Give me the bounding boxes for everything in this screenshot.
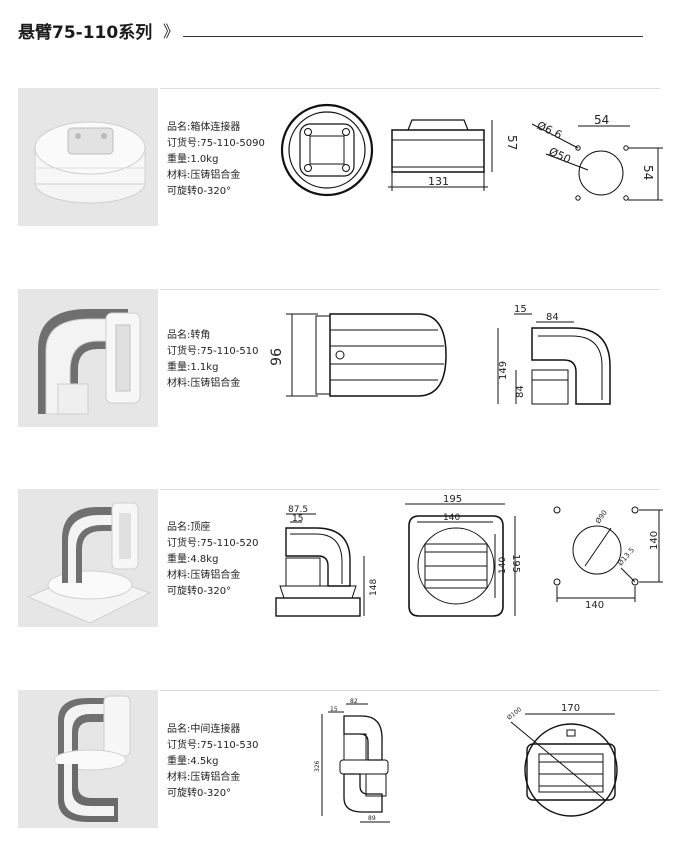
- dim-top: 82: [350, 698, 358, 705]
- product-name: 品名:顶座: [167, 522, 211, 533]
- dim-height: 57: [505, 135, 519, 150]
- section-divider: [160, 88, 660, 89]
- rotation: 可旋转0-320°: [167, 586, 232, 597]
- product-photo-top-mount: [18, 489, 158, 627]
- dim-inner-w: 140: [443, 513, 460, 523]
- dim-top-b: 15: [292, 514, 303, 524]
- product-name: 品名:中间连接器: [167, 724, 241, 735]
- product-photo-middle-connector: [18, 690, 158, 828]
- dim-small: 15: [330, 706, 338, 713]
- dim-top-b: 84: [546, 312, 559, 323]
- product-name: 品名:转角: [167, 330, 211, 341]
- product-photo-box-connector: [18, 88, 158, 226]
- spec-block-corner: 品名:转角 订货号:75-110-510 重量:1.1kg 材料:压铸铝合金: [167, 328, 258, 392]
- weight: 重量:4.5kg: [167, 756, 219, 767]
- drawing-box-connector-top: [280, 100, 375, 200]
- drawing-corner-front: 96: [269, 308, 458, 403]
- dim-top-a: 15: [514, 304, 527, 315]
- dim-hp-x: 140: [585, 600, 604, 611]
- spec-block-box-connector: 品名:箱体连接器 订货号:75-110-5090 重量:1.0kg 材料:压铸铝…: [167, 120, 265, 200]
- spec-block-middle-connector: 品名:中间连接器 订货号:75-110-530 重量:4.5kg 材料:压铸铝合…: [167, 722, 258, 802]
- spec-block-top-mount: 品名:顶座 订货号:75-110-520 重量:4.8kg 材料:压铸铝合金 可…: [167, 520, 258, 600]
- chevron-right-icon: 》: [163, 22, 180, 41]
- weight: 重量:1.1kg: [167, 362, 219, 373]
- dim-width: 170: [561, 703, 580, 714]
- part-number: 订货号:75-110-510: [167, 346, 259, 357]
- section-divider: [160, 289, 660, 290]
- section-divider: [160, 489, 660, 490]
- drawing-middle-connector-side: 82 15 326 89: [310, 694, 400, 829]
- dim-height: 326: [314, 760, 321, 772]
- drawing-top-mount-side: 87.5 15 148: [272, 500, 382, 620]
- material: 材料:压铸铝合金: [167, 170, 241, 181]
- weight: 重量:1.0kg: [167, 154, 219, 165]
- dim-bottom: 89: [368, 815, 376, 822]
- drawing-corner-side: 15 84 149 84: [492, 300, 622, 412]
- material: 材料:压铸铝合金: [167, 378, 241, 389]
- dim-side-h: 149: [498, 361, 509, 380]
- dim-hp-y: 140: [649, 531, 660, 550]
- product-name: 品名:箱体连接器: [167, 122, 241, 133]
- drawing-top-mount-plan: 195 140 140 195: [395, 494, 525, 624]
- dim-top-a: 87.5: [288, 505, 308, 515]
- part-number: 订货号:75-110-530: [167, 740, 259, 751]
- drawing-middle-connector-plan: 170 Ø100: [505, 700, 635, 828]
- drawing-box-connector-side: 131 57: [380, 105, 520, 200]
- dim-hole: Ø13.5: [616, 546, 636, 567]
- dim-hole: Ø6.6: [535, 119, 564, 142]
- title-underline: [183, 36, 643, 37]
- dim-base-w: 195: [443, 494, 462, 505]
- drawing-box-connector-holes: 54 54 Ø6.6 Ø50: [528, 110, 668, 210]
- dim-circle: Ø90: [594, 509, 609, 525]
- dim-spacing-x: 54: [594, 113, 609, 127]
- dim-front-h: 96: [269, 348, 285, 366]
- dim-inner-h: 140: [498, 557, 508, 574]
- weight: 重量:4.8kg: [167, 554, 219, 565]
- dim-side-b: 84: [515, 385, 526, 398]
- material: 材料:压铸铝合金: [167, 772, 241, 783]
- dim-spacing-y: 54: [641, 165, 655, 180]
- drawing-top-mount-holes: Ø90 Ø13.5 140 140: [545, 498, 670, 611]
- rotation: 可旋转0-320°: [167, 186, 232, 197]
- part-number: 订货号:75-110-5090: [167, 138, 265, 149]
- page-title: 悬臂75-110系列: [18, 23, 153, 43]
- dim-side-h: 148: [369, 579, 379, 596]
- dim-circle: Ø100: [506, 706, 523, 722]
- product-photo-corner: [18, 289, 158, 427]
- part-number: 订货号:75-110-520: [167, 538, 259, 549]
- dim-base-h: 195: [510, 554, 521, 573]
- material: 材料:压铸铝合金: [167, 570, 241, 581]
- rotation: 可旋转0-320°: [167, 788, 232, 799]
- dim-width: 131: [428, 175, 449, 188]
- section-divider: [160, 690, 660, 691]
